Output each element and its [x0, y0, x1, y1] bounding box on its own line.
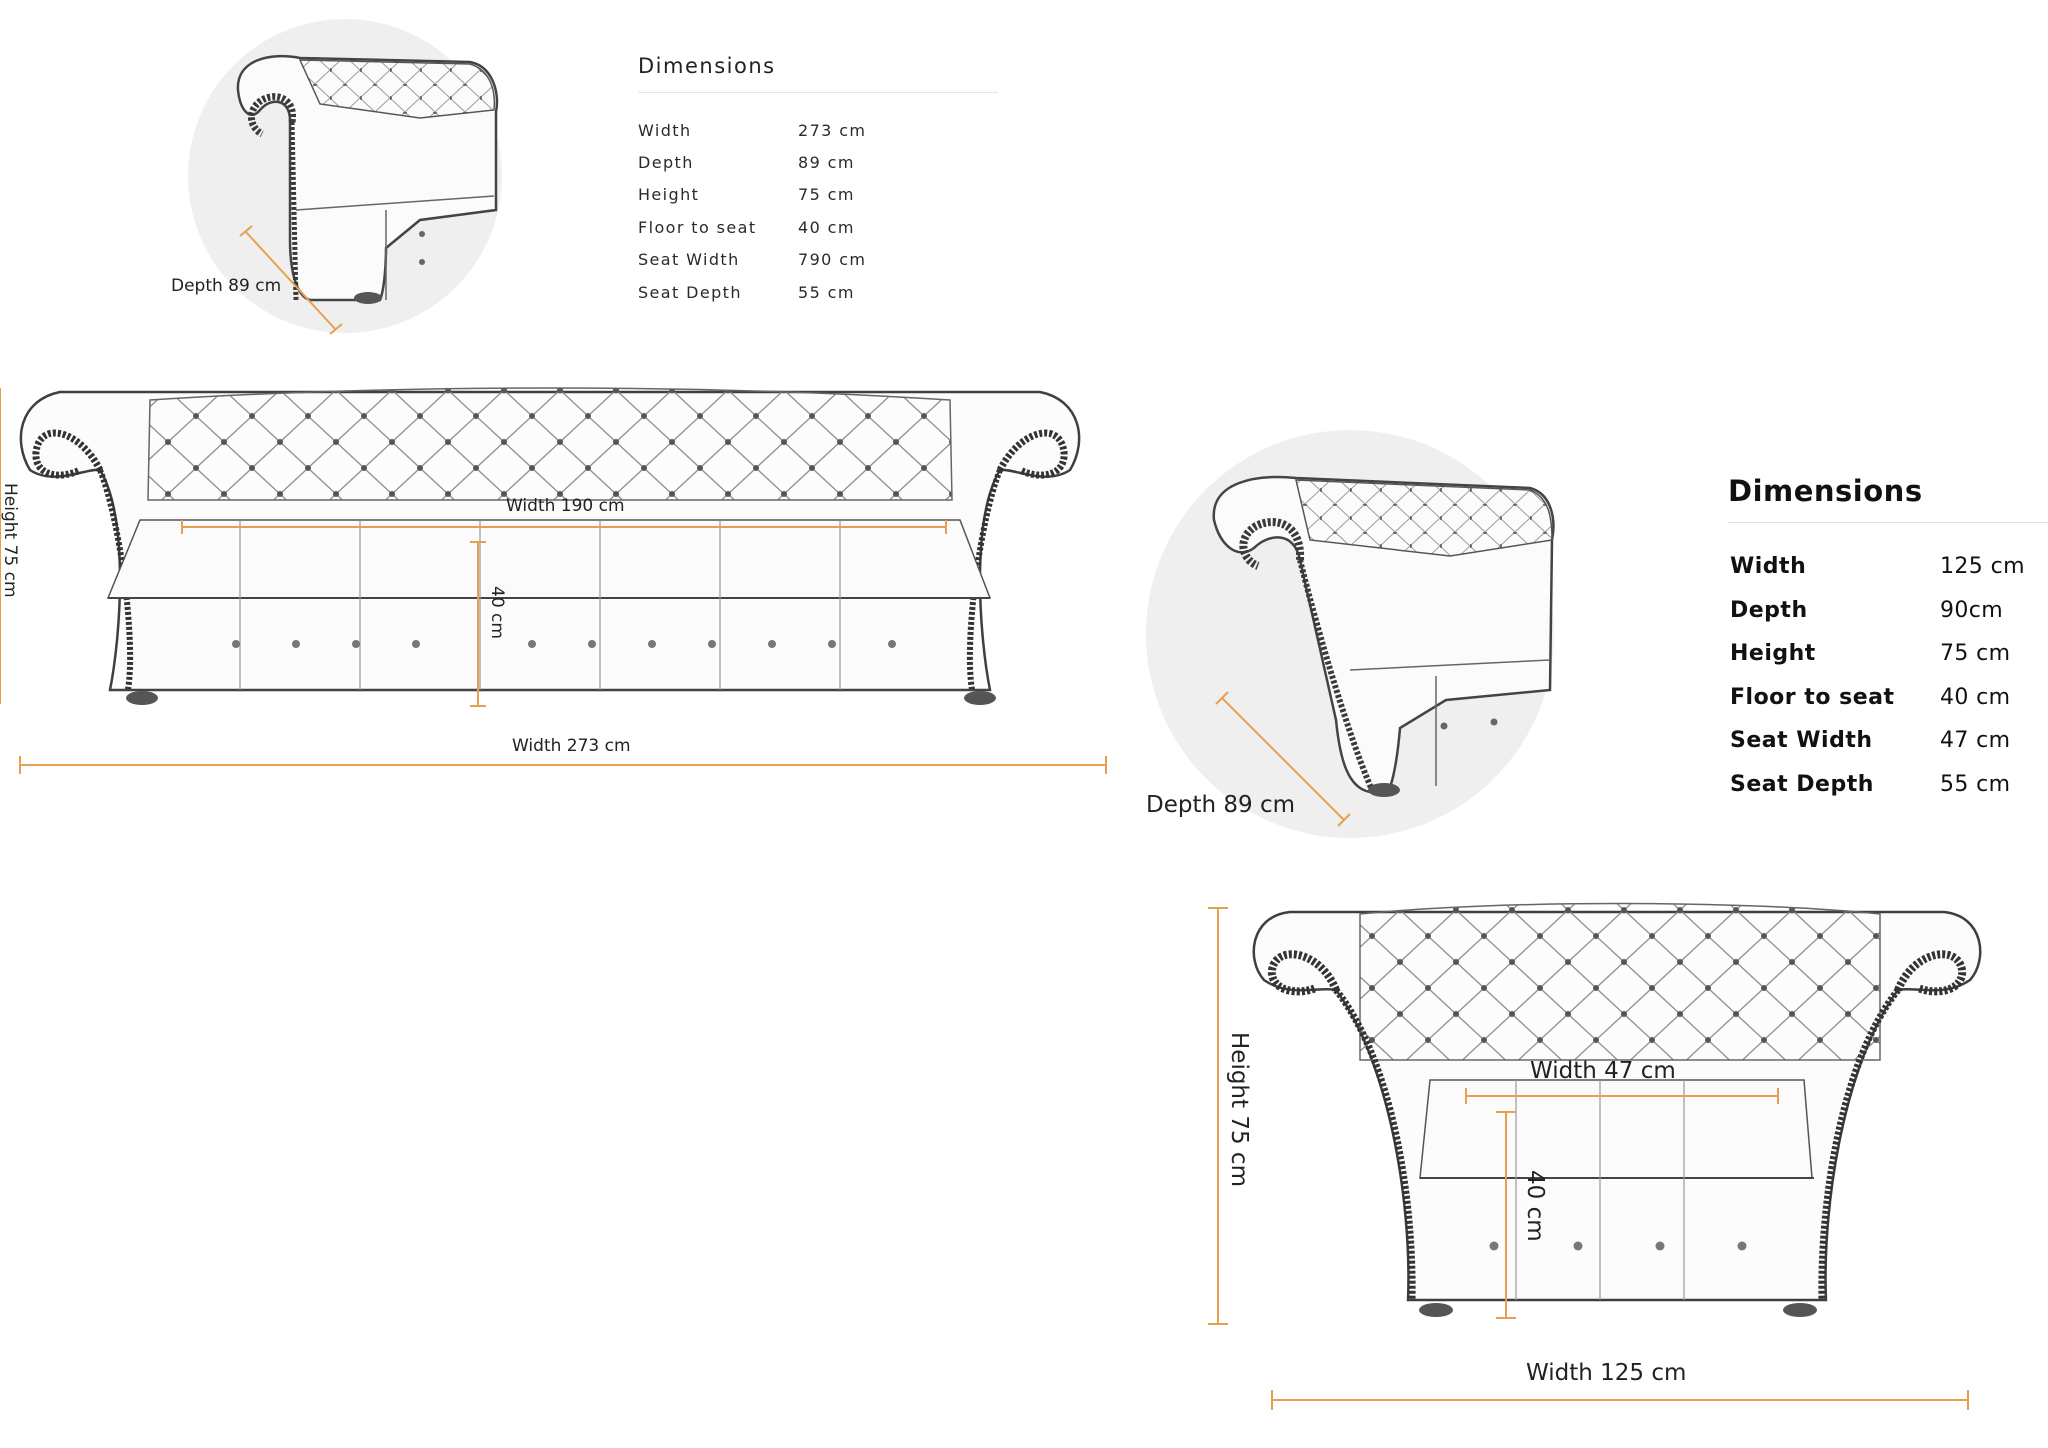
spec-value: 55 cm [1940, 771, 2011, 797]
chair-seat-width-label: Width 47 cm [1530, 1058, 1676, 1084]
chair-width-label: Width 125 cm [1526, 1360, 1687, 1386]
spec-label: Seat Depth [638, 282, 742, 302]
spec-label: Floor to seat [1730, 684, 1895, 710]
sofa-height-label: Height 75 cm [0, 483, 20, 598]
spec-label: Seat Width [1730, 728, 1873, 754]
spec-row: Height 75 cm [638, 179, 998, 211]
chair-dimension-lines [1208, 907, 1969, 1410]
spec-value: 47 cm [1940, 728, 2011, 754]
spec-row: Floor to seat 40 cm [638, 211, 998, 243]
sofa-depth-line [245, 231, 337, 331]
chair-dimensions-table: Width 125 cm Depth 90cm Height 75 cm Floor … [1730, 545, 2046, 806]
spec-label: Seat Width [638, 250, 740, 270]
chair-seat-height-label: 40 cm [1522, 1170, 1548, 1242]
spec-label: Width [638, 120, 692, 140]
spec-row: Depth 90cm [1730, 589, 2046, 633]
sofa-dimension-lines [0, 388, 1107, 774]
spec-row: Floor to seat 40 cm [1730, 676, 2046, 720]
spec-row: Seat Width 47 cm [1730, 719, 2046, 763]
sofa-dimensions-title: Dimensions [638, 54, 776, 78]
sofa-depth-label: Depth 89 cm [171, 276, 282, 296]
chair-depth-label: Depth 89 cm [1146, 792, 1295, 818]
chair-front-view-sketch [1208, 902, 1982, 1410]
spec-value: 40 cm [798, 217, 855, 237]
spec-row: Seat Width 790 cm [638, 244, 998, 276]
spec-value: 75 cm [798, 185, 855, 205]
spec-label: Seat Depth [1730, 771, 1874, 797]
spec-label: Depth [1730, 597, 1808, 623]
spec-label: Height [1730, 641, 1816, 667]
spec-value: 75 cm [1940, 641, 2011, 667]
spec-label: Floor to seat [638, 217, 757, 237]
sofa-dimensions-divider [638, 92, 998, 93]
spec-label: Width [1730, 554, 1807, 580]
spec-label: Depth [638, 153, 694, 173]
spec-row: Width 125 cm [1730, 545, 2046, 589]
chair-height-label: Height 75 cm [1226, 1032, 1252, 1187]
sofa-width-label: Width 273 cm [512, 736, 631, 756]
chair-dimensions-title: Dimensions [1728, 474, 1923, 508]
spec-value: 40 cm [1940, 684, 2011, 710]
sofa-side-view-sketch [188, 19, 502, 335]
chair-dimensions-divider [1728, 522, 2048, 523]
spec-value: 125 cm [1940, 554, 2025, 580]
spec-value: 273 cm [798, 120, 867, 140]
spec-row: Width 273 cm [638, 114, 998, 146]
sofa-front-view-sketch [0, 384, 1120, 774]
sofa-seat-width-label: Width 190 cm [506, 496, 625, 516]
chair-side-view-sketch [1146, 430, 1555, 838]
chair-depth-line [1215, 691, 1351, 827]
spec-label: Height [638, 185, 700, 205]
spec-row: Height 75 cm [1730, 632, 2046, 676]
sofa-seat-height-label: 40 cm [487, 586, 507, 639]
spec-value: 55 cm [798, 282, 855, 302]
spec-row: Seat Depth 55 cm [1730, 763, 2046, 807]
spec-value: 790 cm [798, 250, 867, 270]
sofa-dimensions-table: Width 273 cm Depth 89 cm Height 75 cm Floor… [638, 114, 998, 308]
spec-row: Depth 89 cm [638, 146, 998, 178]
spec-value: 89 cm [798, 153, 855, 173]
spec-row: Seat Depth 55 cm [638, 276, 998, 308]
spec-value: 90cm [1940, 597, 2004, 623]
